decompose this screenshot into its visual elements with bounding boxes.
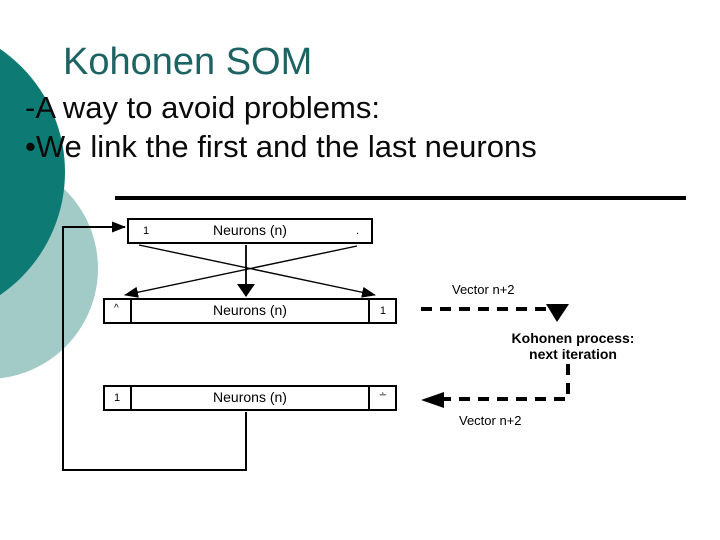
- cell-divider: [130, 385, 132, 411]
- cross-arrow-left-to-right: [138, 244, 376, 298]
- vector-bottom-dashed-arrow: [444, 364, 570, 401]
- box-bottom-label: Neurons (n): [213, 389, 287, 405]
- kohonen-process-line-1: Kohonen process:: [511, 330, 635, 346]
- box-middle-right-index: 1: [379, 305, 386, 317]
- neurons-box-middle: ^ Neurons (n) 1: [103, 298, 397, 324]
- vector-top-arrowhead: [546, 304, 569, 322]
- neurons-box-top: 1 Neurons (n) .: [127, 218, 373, 244]
- bullet-list: -A way to avoid problems: •We link the f…: [25, 88, 537, 166]
- page-title: Kohonen SOM: [63, 41, 313, 83]
- divider-line: [115, 196, 686, 200]
- cell-divider: [368, 385, 370, 411]
- box-middle-label: Neurons (n): [213, 302, 287, 318]
- bullet-line-2: •We link the first and the last neurons: [25, 129, 537, 164]
- vector-bottom-arrowhead: [421, 392, 444, 408]
- box-top-right-index: .: [355, 225, 359, 237]
- cell-divider: [130, 298, 132, 324]
- box-top-left-index: 1: [143, 225, 150, 237]
- box-top-label: Neurons (n): [213, 222, 287, 238]
- box-bottom-left-index: 1: [114, 392, 121, 404]
- cell-divider: [368, 298, 370, 324]
- vector-top-label: Vector n+2: [452, 282, 515, 297]
- kohonen-process-line-2: next iteration: [529, 346, 617, 362]
- bullet-line-1: -A way to avoid problems:: [25, 90, 380, 125]
- feedback-loop-arrow: [62, 221, 247, 471]
- box-middle-left-index: ^: [114, 303, 119, 314]
- cross-arrow-right-to-left: [124, 245, 358, 298]
- neurons-box-bottom: 1 Neurons (n) ∸: [103, 385, 397, 411]
- box-bottom-right-index: ∸: [378, 390, 387, 401]
- vector-bottom-label: Vector n+2: [459, 413, 522, 428]
- kohonen-process-label: Kohonen process: next iteration: [499, 330, 647, 362]
